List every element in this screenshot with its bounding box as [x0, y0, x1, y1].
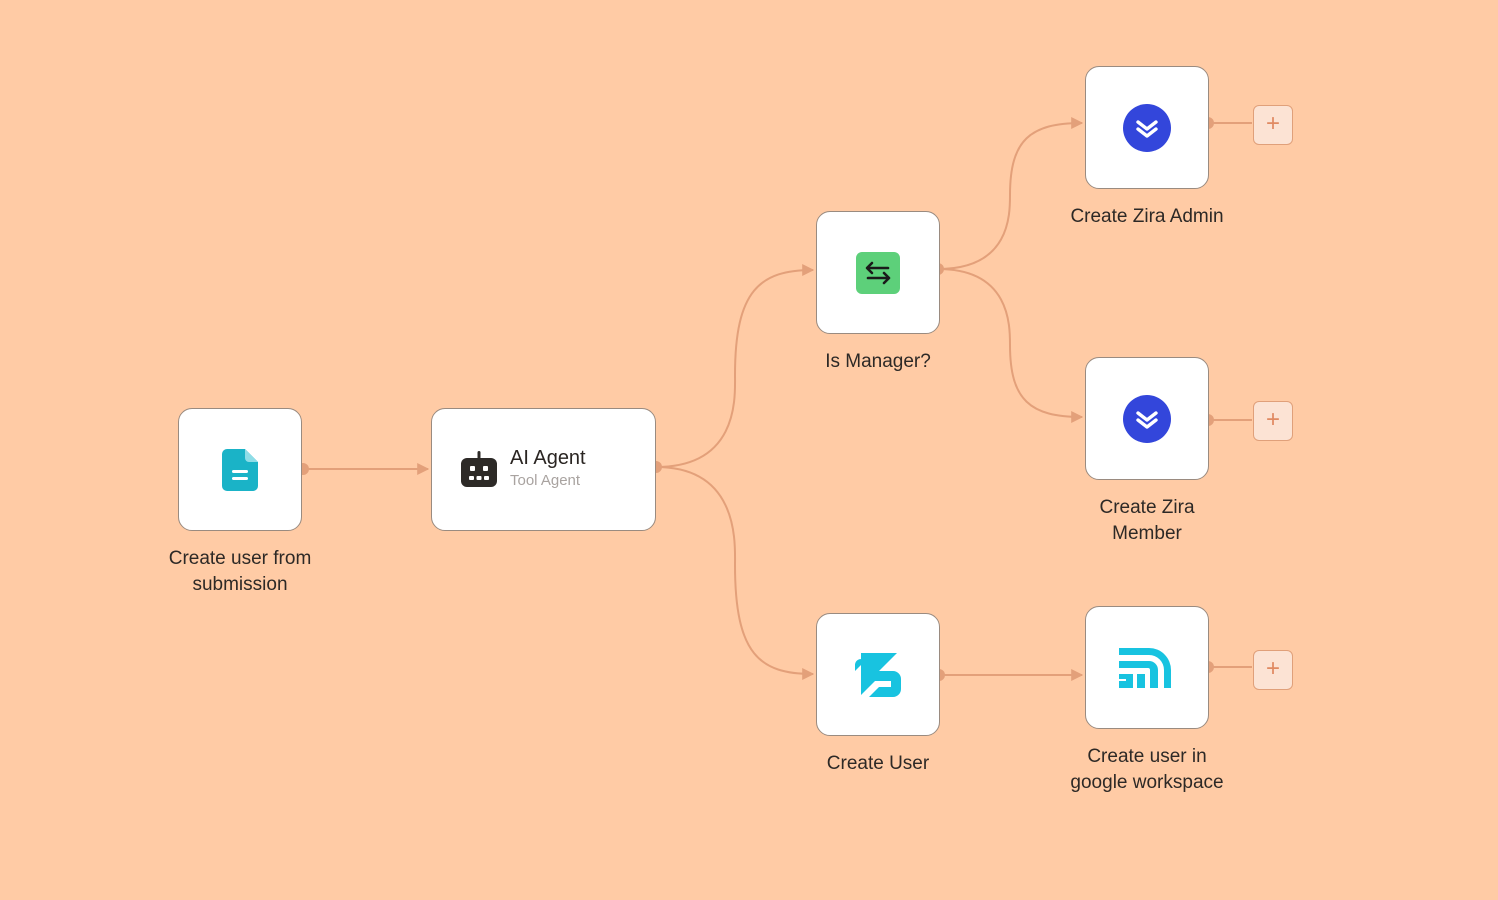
arrow-box-logo-icon [855, 652, 901, 697]
wire-agent-to-create-user [655, 466, 815, 680]
add-node-button[interactable]: + [1253, 650, 1293, 690]
node-create-user-from-submission[interactable] [178, 408, 302, 531]
document-icon [222, 448, 258, 491]
node-label: Create user in google workspace [1070, 746, 1224, 793]
node-ai-agent[interactable]: AI Agent Tool Agent [431, 408, 656, 531]
node-create-user-google-workspace[interactable] [1085, 606, 1209, 729]
node-label: Create user from submission [168, 548, 312, 595]
node-label: Create User [826, 753, 930, 774]
node-create-zira-admin[interactable] [1085, 66, 1209, 189]
node-is-manager[interactable] [816, 211, 940, 334]
node-label: Create Zira Admin [1070, 206, 1224, 227]
wire-manager-to-member [937, 268, 1084, 423]
zira-chevron-icon [1123, 394, 1171, 443]
node-label: Is Manager? [825, 351, 931, 372]
wire-manager-to-admin [937, 117, 1084, 270]
workspace-logo-icon [1119, 647, 1171, 688]
agent-title: AI Agent [510, 446, 586, 469]
robot-icon [461, 450, 497, 487]
node-create-user[interactable] [816, 613, 940, 736]
switch-arrows-icon [856, 251, 900, 294]
wire-agent-to-manager [655, 264, 815, 468]
node-create-zira-member[interactable] [1085, 357, 1209, 480]
node-label: Create Zira Member [1099, 497, 1195, 544]
agent-subtitle: Tool Agent [510, 471, 581, 489]
add-node-button[interactable]: + [1253, 105, 1293, 145]
add-node-button[interactable]: + [1253, 401, 1293, 441]
zira-chevron-icon [1123, 103, 1171, 152]
